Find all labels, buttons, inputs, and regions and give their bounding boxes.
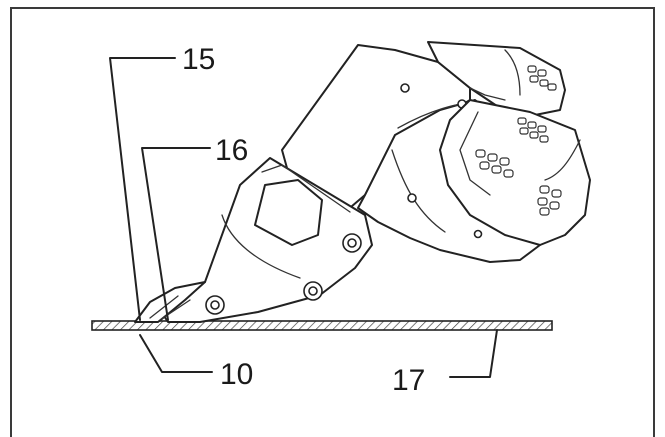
cutting-head — [134, 157, 373, 323]
workpiece-surface — [91, 320, 553, 331]
label-16: 16 — [215, 134, 248, 167]
tool-housing — [281, 41, 591, 263]
label-17: 17 — [392, 364, 425, 397]
keypad — [475, 65, 562, 216]
label-10: 10 — [220, 358, 253, 391]
leader-lines — [109, 57, 498, 378]
label-15: 15 — [182, 43, 215, 76]
tool-diagram: 15 16 10 17 — [91, 41, 591, 397]
